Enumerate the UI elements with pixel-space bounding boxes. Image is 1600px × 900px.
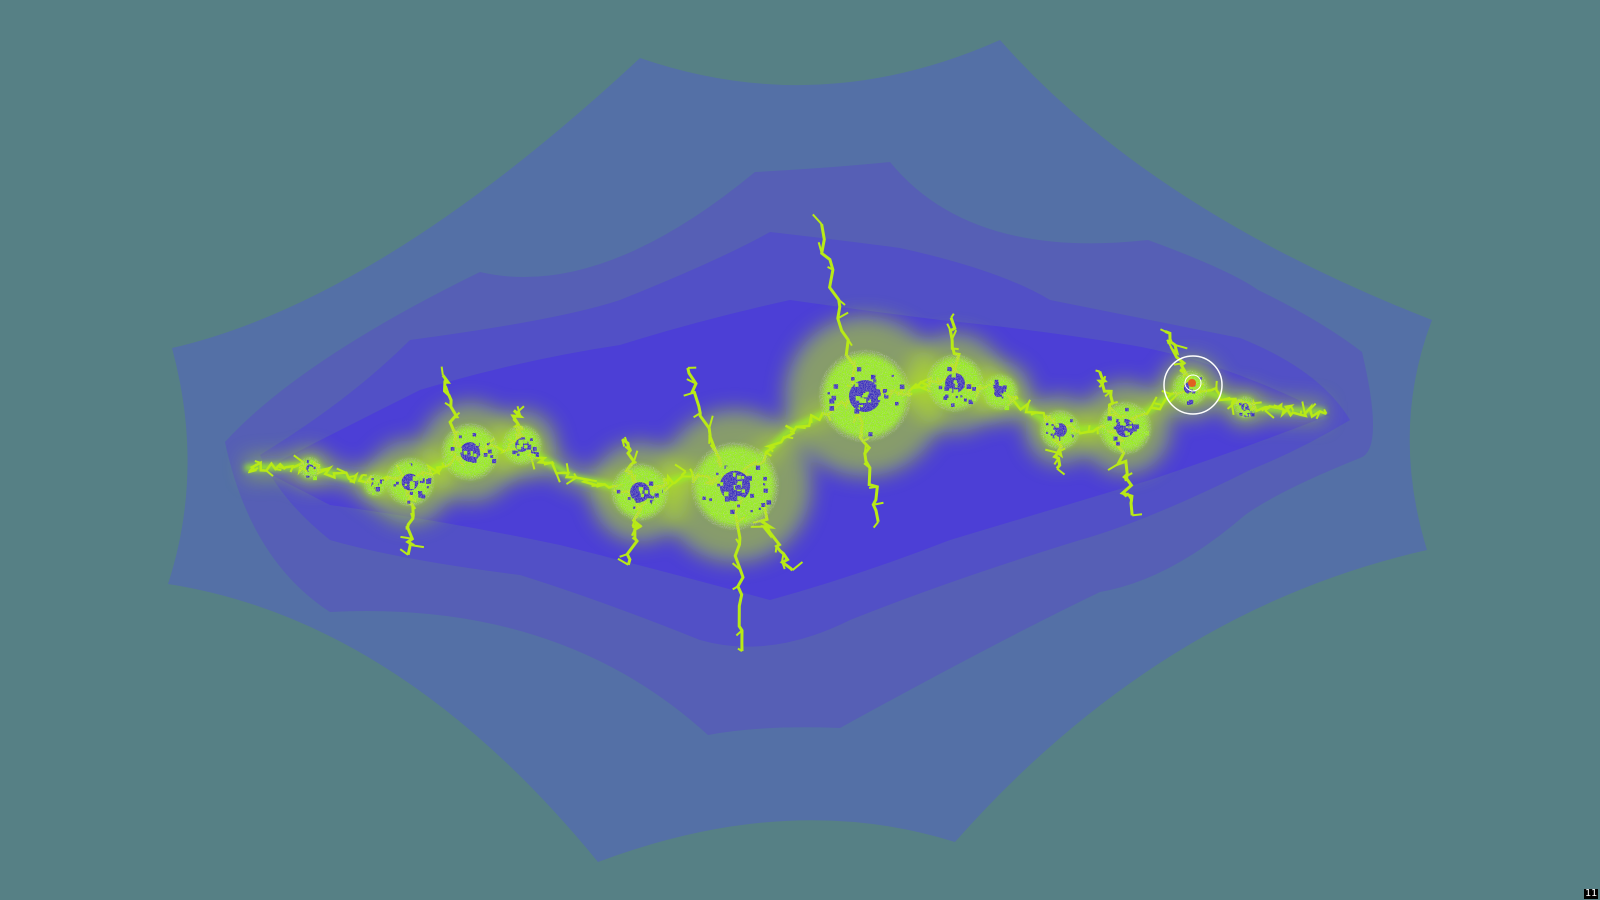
fractal-texture <box>385 457 435 507</box>
fractal-spike <box>689 468 694 474</box>
fractal-spike <box>617 557 629 566</box>
target-icon[interactable] <box>1163 355 1223 415</box>
fractal-spike <box>1161 389 1172 396</box>
fractal-spike <box>1150 396 1158 409</box>
fractal-texture <box>1234 396 1256 418</box>
fractal-texture <box>818 349 912 443</box>
fractal-texture <box>982 374 1018 410</box>
fractal-filament <box>247 460 305 474</box>
fractal-spike <box>440 366 444 376</box>
fractal-speckle <box>313 476 317 481</box>
fractal-spike <box>1264 409 1275 419</box>
fractal-texture <box>1040 410 1080 450</box>
fractal-texture <box>502 425 542 465</box>
fractal-spike <box>872 521 879 529</box>
fractal-texture <box>1098 401 1152 455</box>
fractal-spike <box>950 313 955 319</box>
fractal-spike <box>1132 513 1143 517</box>
fractal-spike <box>1056 467 1066 476</box>
fractal-spike <box>1301 401 1306 414</box>
fractal-spike <box>812 213 823 225</box>
fractal-spike <box>573 473 578 478</box>
marker-inner-ring <box>1184 374 1202 392</box>
fractal-spike <box>791 561 804 571</box>
fractal-spike <box>1154 402 1163 406</box>
fractal-spike <box>515 405 525 414</box>
fractal-spike <box>1160 328 1166 333</box>
fractal-spike <box>674 463 687 473</box>
fractal-spike <box>837 311 849 320</box>
fractal-spike <box>555 472 561 483</box>
fractal-texture <box>441 423 499 481</box>
fractal-filament <box>757 504 794 572</box>
fractal-texture <box>691 442 779 530</box>
fractal-texture <box>299 457 321 479</box>
fractal-texture <box>1172 370 1208 406</box>
fractal-spike <box>413 544 425 549</box>
fractal-spike <box>1095 369 1100 373</box>
iteration-counter: 11 <box>1583 888 1598 899</box>
fractal-spike <box>708 415 714 429</box>
fractal-spike <box>349 475 356 479</box>
fractal-texture <box>926 354 984 412</box>
point-marker[interactable] <box>1163 355 1223 415</box>
fractal-spike <box>1174 343 1188 350</box>
fractal-texture <box>611 463 669 521</box>
fractal-filament <box>1280 403 1327 419</box>
fractal-texture <box>364 474 386 496</box>
marker-dot <box>1188 379 1196 387</box>
fractal-spike <box>565 463 570 474</box>
fractal-spike <box>265 469 274 477</box>
fractal-spike <box>1045 448 1058 454</box>
fractal-spike <box>1280 406 1285 411</box>
